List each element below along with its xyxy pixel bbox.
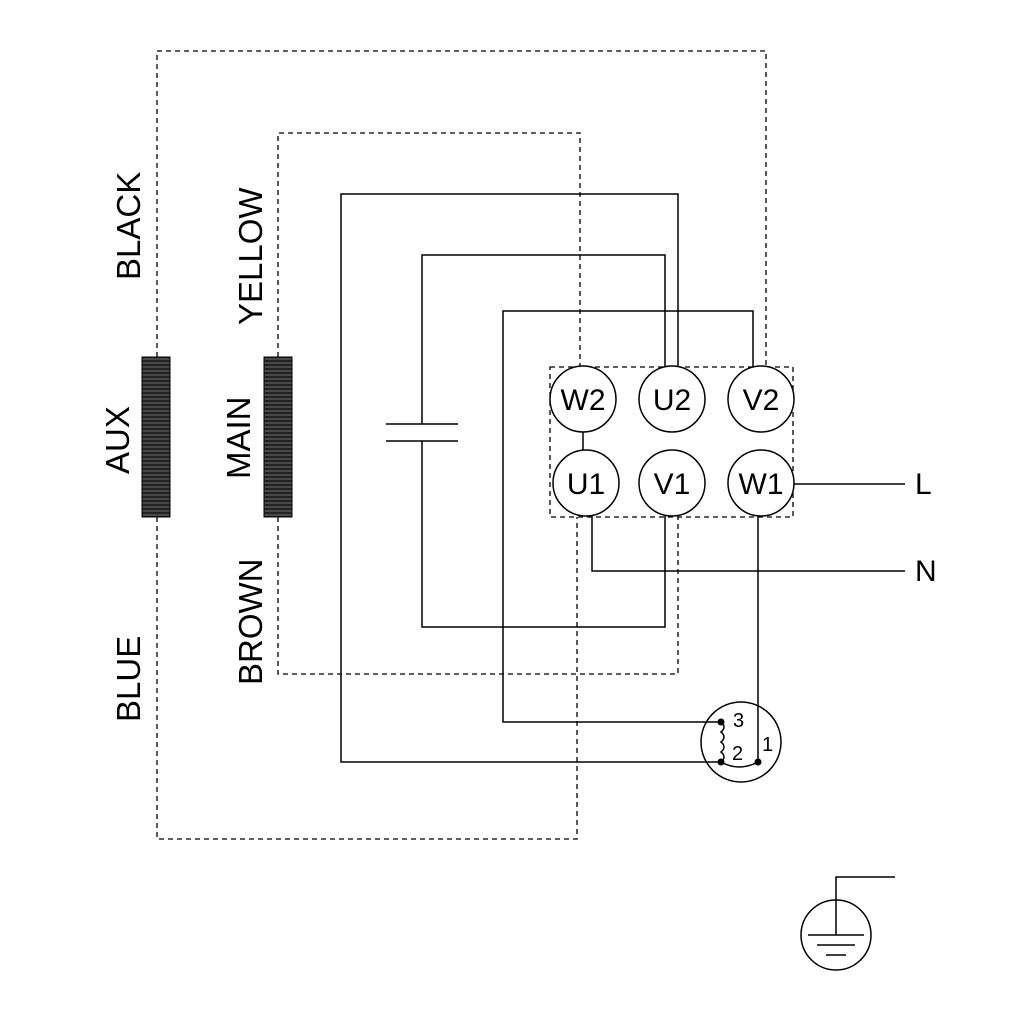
terminal-w2 xyxy=(549,365,617,433)
label-brown: BROWN xyxy=(232,559,269,686)
centrifugal-switch-icon: 3 2 1 xyxy=(700,701,782,783)
wire-yellow xyxy=(277,132,581,367)
switch-pin-3-dot xyxy=(717,718,725,726)
switch-label-1: 1 xyxy=(762,734,773,756)
terminal-label-u1: U1 xyxy=(567,468,605,501)
terminal-label-v1: V1 xyxy=(654,468,691,501)
terminal-label-w2: W2 xyxy=(561,384,606,417)
label-yellow: YELLOW xyxy=(232,187,269,325)
wire-neutral xyxy=(591,515,905,572)
dashed-wires xyxy=(156,50,794,840)
terminal-v2 xyxy=(727,365,795,433)
terminal-u1 xyxy=(552,449,620,517)
earth-ground-icon xyxy=(800,876,895,971)
solid-wires xyxy=(340,193,905,763)
wire-capacitor-bottom xyxy=(421,441,666,628)
label-aux: AUX xyxy=(99,406,136,474)
terminal-w1 xyxy=(727,449,795,517)
label-black: BLACK xyxy=(110,172,147,280)
label-main: MAIN xyxy=(220,397,257,480)
terminal-v1 xyxy=(638,449,706,517)
main-winding-coil-icon xyxy=(263,356,293,518)
terminal-label-w1: W1 xyxy=(739,468,784,501)
wire-brown xyxy=(277,517,679,675)
wire-black xyxy=(156,50,767,367)
terminal-block: W2 U2 V2 U1 V1 W1 xyxy=(549,365,795,517)
capacitor-icon xyxy=(386,423,458,442)
wire-v2-switch xyxy=(502,310,754,723)
wire-capacitor-top xyxy=(421,254,666,424)
label-neutral: N xyxy=(915,555,937,588)
terminal-u2 xyxy=(638,365,706,433)
wire-u2-switch xyxy=(340,193,721,763)
switch-label-2: 2 xyxy=(732,743,743,765)
switch-label-3: 3 xyxy=(733,710,744,732)
terminal-label-v2: V2 xyxy=(743,384,780,417)
aux-winding-coil-icon xyxy=(141,356,171,518)
label-line: L xyxy=(915,468,932,501)
terminal-label-u2: U2 xyxy=(653,384,691,417)
label-blue: BLUE xyxy=(110,636,147,722)
wire-blue xyxy=(156,517,578,840)
